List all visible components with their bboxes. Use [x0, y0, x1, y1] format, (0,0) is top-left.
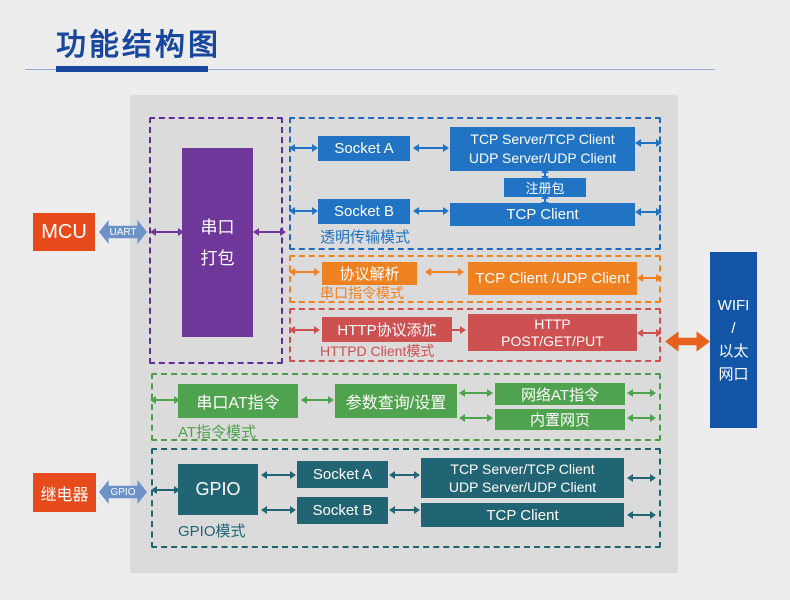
- http-line2: POST/GET/PUT: [501, 332, 604, 349]
- double-arrow-icon: [627, 414, 656, 422]
- gpio-server-line1: TCP Server/TCP Client: [450, 461, 595, 477]
- double-arrow-icon: [459, 389, 493, 397]
- server-line2: UDP Server/UDP Client: [468, 150, 617, 166]
- cmd-tcp-udp-client-label: TCP Client /UDP Client: [475, 270, 630, 287]
- double-arrow-icon: [253, 228, 286, 236]
- socket-b-label: Socket B: [333, 203, 395, 220]
- tcp-udp-server-box: TCP Server/TCP Client UDP Server/UDP Cli…: [450, 127, 635, 171]
- double-arrow-icon: [289, 144, 318, 152]
- double-arrow-icon: [389, 506, 420, 514]
- gpio-socket-b-label: Socket B: [312, 502, 373, 519]
- gpio-box: GPIO: [178, 464, 258, 515]
- double-arrow-icon: [289, 207, 318, 215]
- double-arrow-icon: [301, 396, 334, 404]
- serial-pack-line1: 串口: [200, 217, 235, 237]
- uart-label: UART: [109, 226, 137, 238]
- relay-label: 继电器: [40, 486, 89, 504]
- register-packet-label: 注册包: [525, 181, 565, 196]
- web-page-label: 内置网页: [529, 412, 590, 429]
- gpio-socket-a-label: Socket A: [312, 466, 373, 483]
- double-arrow-icon: [459, 414, 493, 422]
- v-double-arrow-icon: [541, 169, 549, 180]
- wifi-line-2: /: [731, 320, 736, 337]
- gpio-badge-label: GPIO: [110, 486, 136, 498]
- cmd-tcp-udp-client-box: TCP Client /UDP Client: [468, 262, 637, 295]
- net-at-box: 网络AT指令: [495, 383, 625, 405]
- double-arrow-icon: [289, 326, 320, 334]
- wifi-line-4: 网口: [718, 366, 749, 383]
- httpd-mode-label: HTTPD Client模式: [320, 343, 435, 359]
- protocol-parse-box: 协议解析: [322, 262, 417, 285]
- double-arrow-icon: [150, 228, 184, 236]
- transparent-mode-label: 透明传输模式: [320, 229, 411, 246]
- relay-box: 继电器: [33, 473, 96, 512]
- http-protocol-add-label: HTTP协议添加: [337, 322, 437, 339]
- at-mode-label: AT指令模式: [178, 424, 257, 441]
- uart-arrow-badge: UART: [99, 220, 147, 244]
- header-rule-thick: [56, 66, 208, 72]
- serial-pack-line2: 打包: [200, 248, 235, 268]
- socket-b-box: Socket B: [318, 199, 410, 224]
- tcp-client-box: TCP Client: [450, 203, 635, 226]
- transparent-mode-region: [289, 117, 661, 250]
- gpio-arrow-badge: GPIO: [99, 480, 147, 504]
- double-arrow-icon: [627, 389, 656, 397]
- header-rule-thin: [25, 69, 715, 70]
- double-arrow-icon: [289, 268, 320, 276]
- gpio-socket-b-box: Socket B: [297, 497, 388, 524]
- tcp-client-label: TCP Client: [506, 206, 579, 223]
- wifi-line-1: WIFI: [717, 297, 750, 314]
- socket-a-label: Socket A: [334, 140, 394, 157]
- http-line1: HTTP: [534, 315, 571, 332]
- at-mode-region: [151, 373, 661, 441]
- http-protocol-add-box: HTTP协议添加: [322, 317, 452, 342]
- serial-at-label: 串口AT指令: [196, 395, 280, 412]
- double-arrow-icon: [635, 208, 662, 216]
- double-arrow-icon: [150, 396, 180, 404]
- serial-pack-box: 串口 打包: [182, 148, 253, 337]
- double-arrow-icon: [413, 144, 449, 152]
- double-arrow-icon: [627, 511, 656, 519]
- double-arrow-icon: [430, 326, 466, 334]
- serial-at-box: 串口AT指令: [178, 384, 298, 418]
- page-title: 功能结构图: [56, 29, 221, 62]
- gpio-mode-region: [151, 448, 661, 548]
- gpio-mode-label: GPIO模式: [178, 523, 246, 540]
- double-arrow-icon: [627, 474, 656, 482]
- double-arrow-icon: [635, 139, 662, 147]
- mcu-box: MCU: [33, 213, 95, 251]
- double-arrow-icon: [151, 486, 180, 494]
- double-arrow-icon: [389, 471, 420, 479]
- wifi-ethernet-box: WIFI / 以太 网口: [710, 252, 757, 428]
- double-arrow-icon: [637, 329, 662, 337]
- web-page-box: 内置网页: [495, 409, 625, 430]
- server-line1: TCP Server/TCP Client: [470, 131, 615, 147]
- double-arrow-icon: [637, 274, 662, 282]
- protocol-parse-label: 协议解析: [339, 266, 400, 283]
- gpio-tcp-udp-server-box: TCP Server/TCP Client UDP Server/UDP Cli…: [421, 458, 624, 498]
- net-at-label: 网络AT指令: [520, 386, 600, 404]
- http-post-get-put-box: HTTP POST/GET/PUT: [468, 314, 637, 351]
- gpio-socket-a-box: Socket A: [297, 461, 388, 488]
- double-arrow-icon: [261, 506, 296, 514]
- double-arrow-icon: [413, 207, 449, 215]
- param-query-box: 参数查询/设置: [335, 384, 457, 418]
- gpio-box-label: GPIO: [195, 479, 241, 499]
- param-query-label: 参数查询/设置: [345, 395, 447, 412]
- serial-pack-region: [149, 117, 283, 364]
- gpio-tcp-client-label: TCP Client: [486, 506, 559, 524]
- socket-a-box: Socket A: [318, 136, 410, 161]
- gpio-server-line2: UDP Server/UDP Client: [448, 479, 597, 495]
- mcu-label: MCU: [41, 220, 87, 243]
- gpio-tcp-client-box: TCP Client: [421, 503, 624, 527]
- serial-cmd-mode-label: 串口指令模式: [320, 285, 404, 301]
- v-double-arrow-icon: [541, 195, 549, 206]
- wifi-line-3: 以太: [718, 343, 749, 360]
- register-packet-box: 注册包: [504, 178, 586, 197]
- double-arrow-icon: [261, 471, 296, 479]
- double-arrow-icon: [425, 268, 464, 276]
- big-double-arrow-icon: [665, 331, 710, 352]
